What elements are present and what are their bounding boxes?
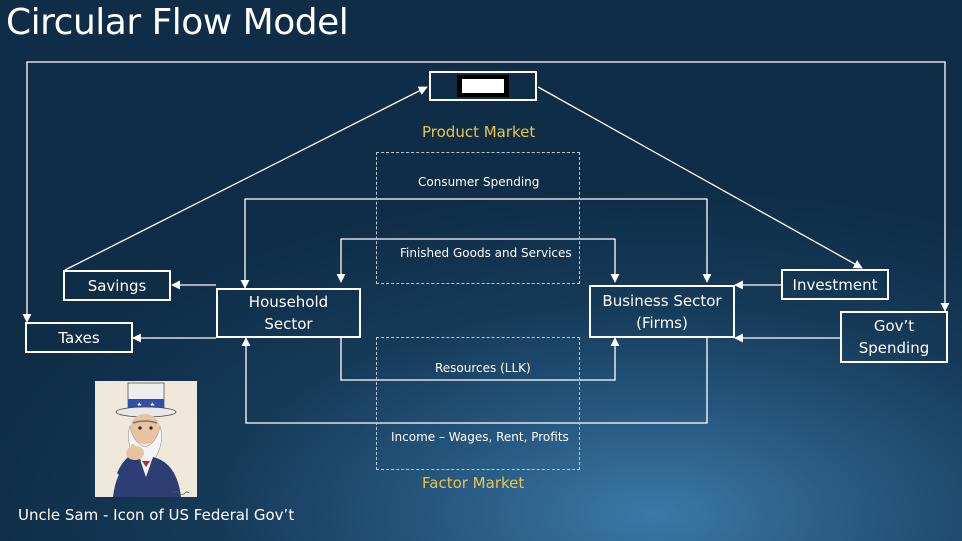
govt-line1: Gov’t xyxy=(873,317,915,335)
business-line1: Business Sector xyxy=(602,291,722,310)
business-line2: (Firms) xyxy=(636,313,688,332)
factor-market-region xyxy=(376,337,580,470)
consumer-spending-arrow xyxy=(240,198,712,289)
redacted-white-fill xyxy=(462,79,504,93)
redacted-box xyxy=(429,71,537,101)
finished-goods-label: Finished Goods and Services xyxy=(400,246,572,260)
income-label: Income – Wages, Rent, Profits xyxy=(391,430,569,444)
govt-line2: Spending xyxy=(858,339,930,357)
business-sector-box: Business Sector (Firms) xyxy=(589,285,735,338)
household-line2: Sector xyxy=(264,315,313,333)
uncle-sam-caption: Uncle Sam - Icon of US Federal Gov’t xyxy=(18,506,295,524)
market-to-investment-arrow xyxy=(537,86,863,269)
product-market-label: Product Market xyxy=(422,123,536,141)
page-title: Circular Flow Model xyxy=(6,2,349,43)
investment-label: Investment xyxy=(792,275,878,294)
taxes-label: Taxes xyxy=(58,328,100,347)
savings-to-market-arrow xyxy=(64,86,428,271)
tax-govt-loop-arrow xyxy=(22,61,950,323)
finished-goods-arrow xyxy=(336,238,620,283)
investment-box: Investment xyxy=(781,269,889,300)
redacted-black-fill xyxy=(457,75,509,97)
taxes-box: Taxes xyxy=(25,322,133,353)
resources-arrow xyxy=(340,337,620,381)
savings-label: Savings xyxy=(87,276,147,295)
product-market-region xyxy=(376,152,580,284)
resources-label: Resources (LLK) xyxy=(435,361,531,375)
household-line1: Household xyxy=(248,293,329,311)
savings-box: Savings xyxy=(63,270,171,301)
income-arrow xyxy=(241,337,708,424)
uncle-sam-portrait xyxy=(95,381,197,497)
factor-market-label: Factor Market xyxy=(422,474,525,492)
consumer-spending-label: Consumer Spending xyxy=(418,175,540,189)
